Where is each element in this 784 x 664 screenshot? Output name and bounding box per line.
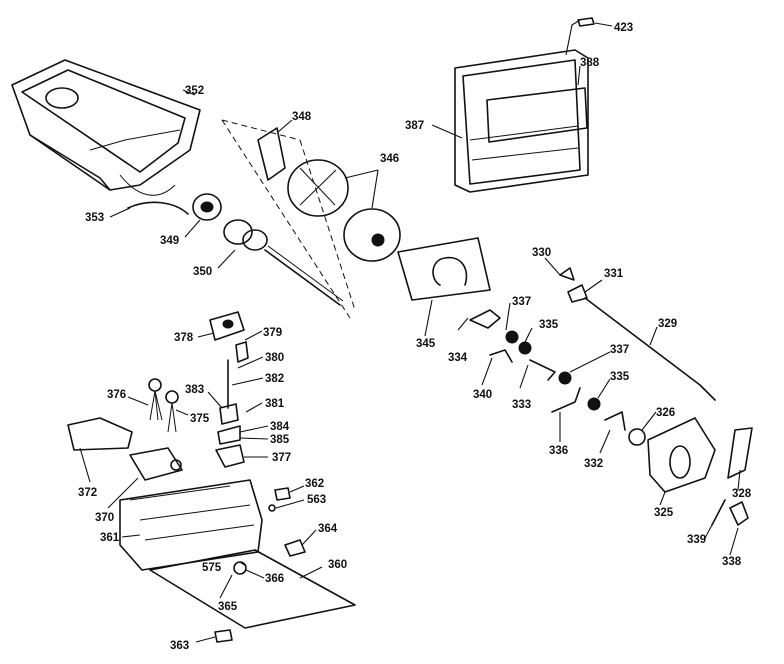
- label-383: 383: [185, 384, 204, 396]
- label-381: 381: [265, 398, 285, 410]
- label-328: 328: [732, 488, 752, 500]
- linkage-rod: [544, 257, 716, 401]
- label-335a: 335: [539, 319, 559, 331]
- label-379: 379: [263, 327, 282, 339]
- label-563: 563: [307, 494, 326, 506]
- label-387: 387: [405, 120, 424, 132]
- label-337a: 337: [512, 296, 531, 308]
- part-349: [184, 193, 222, 238]
- label-335b: 335: [610, 371, 630, 383]
- label-346: 346: [380, 153, 399, 165]
- label-353: 353: [85, 212, 104, 224]
- part-328-arm: [727, 427, 753, 491]
- part-370-motor: [107, 447, 183, 509]
- label-350: 350: [193, 266, 212, 278]
- label-338: 338: [722, 556, 742, 568]
- dashed-guide: [221, 119, 356, 319]
- part-325-housing: [628, 411, 716, 506]
- wire-harnesses: [127, 378, 189, 433]
- label-326: 326: [656, 407, 675, 419]
- label-362: 362: [305, 478, 324, 490]
- label-366: 366: [265, 573, 284, 585]
- label-423: 423: [614, 22, 633, 34]
- label-575: 575: [202, 562, 222, 574]
- label-365: 365: [218, 601, 238, 613]
- label-378: 378: [174, 332, 194, 344]
- label-336: 336: [549, 445, 568, 457]
- label-352: 352: [185, 85, 204, 97]
- solenoid-stack: [197, 311, 269, 468]
- label-370: 370: [95, 512, 114, 524]
- label-380: 380: [265, 352, 284, 364]
- part-346-drum: [287, 159, 401, 262]
- ice-bucket: [11, 59, 201, 196]
- part-labels: 423 388 387 352 348 346 353 349 350 345 …: [78, 22, 752, 652]
- label-330: 330: [532, 247, 551, 259]
- part-345-bracket: [397, 237, 491, 337]
- label-339: 339: [687, 534, 706, 546]
- label-382: 382: [265, 373, 284, 385]
- label-364: 364: [318, 523, 338, 535]
- label-325: 325: [654, 507, 674, 519]
- label-340: 340: [473, 389, 492, 401]
- part-350-auger: [217, 219, 344, 306]
- label-377: 377: [272, 452, 291, 464]
- label-388: 388: [580, 57, 600, 69]
- label-384: 384: [270, 421, 290, 433]
- part-353-retainer: [127, 201, 189, 215]
- label-372: 372: [78, 487, 97, 499]
- label-360: 360: [328, 559, 347, 571]
- cam-gears: [457, 302, 626, 454]
- part-372-cover: [67, 417, 133, 483]
- label-329: 329: [658, 318, 677, 330]
- label-348: 348: [292, 111, 312, 123]
- label-376: 376: [107, 389, 126, 401]
- label-385: 385: [270, 434, 290, 446]
- label-337b: 337: [610, 344, 629, 356]
- base-assembly: [119, 479, 356, 643]
- label-345: 345: [416, 338, 436, 350]
- label-375: 375: [190, 413, 210, 425]
- label-363: 363: [170, 640, 189, 652]
- part-348: [257, 119, 293, 181]
- door-assembly: [431, 17, 613, 193]
- label-331: 331: [604, 268, 624, 280]
- part-339-338: [704, 499, 749, 556]
- label-361: 361: [100, 532, 120, 544]
- label-349: 349: [160, 235, 179, 247]
- label-332: 332: [584, 458, 603, 470]
- label-334: 334: [448, 352, 468, 364]
- label-333: 333: [512, 399, 531, 411]
